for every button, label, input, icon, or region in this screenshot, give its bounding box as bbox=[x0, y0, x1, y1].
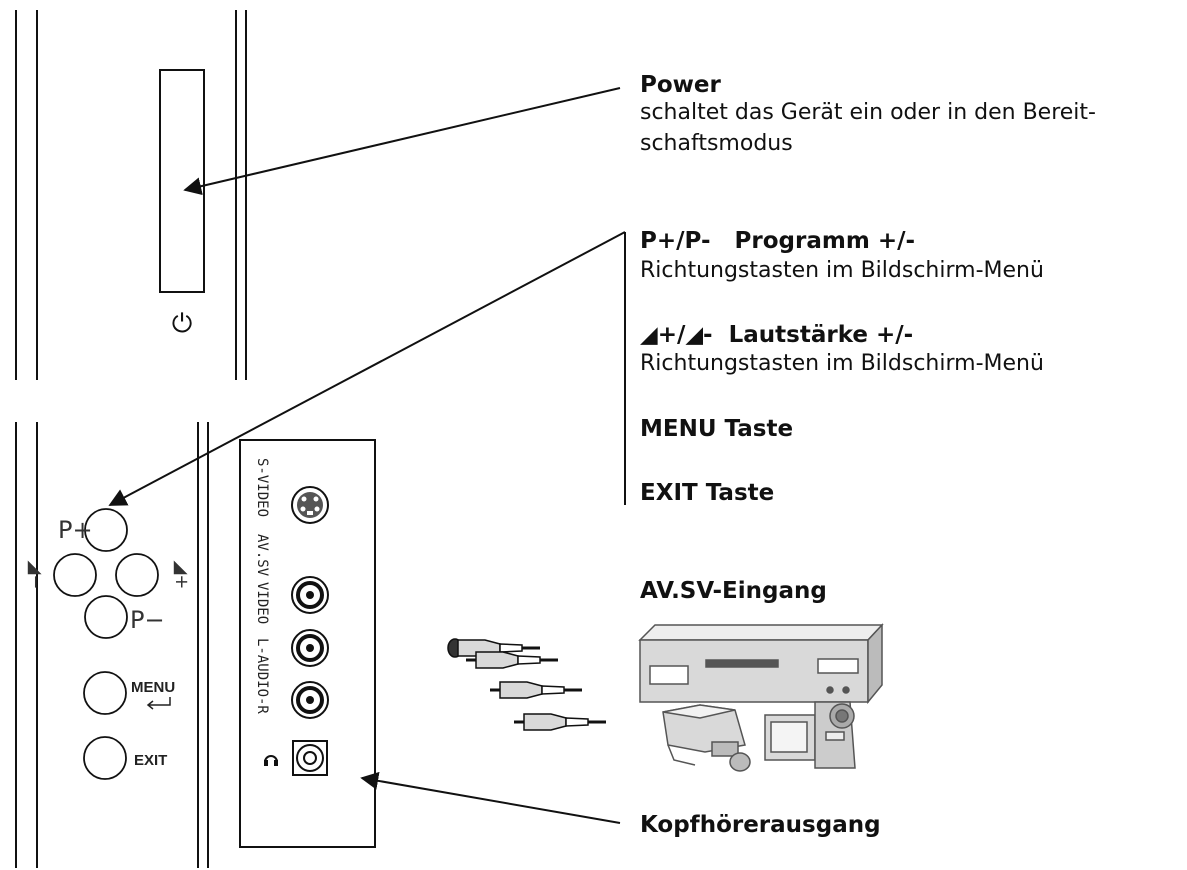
audio-right-jack[interactable] bbox=[291, 681, 329, 719]
power-desc-line1: schaltet das Gerät ein oder in den Berei… bbox=[640, 100, 1096, 125]
power-arrow bbox=[183, 87, 621, 196]
volume-plus-button[interactable] bbox=[115, 553, 159, 597]
volume-minus-label: ◢− bbox=[25, 561, 46, 590]
power-button[interactable] bbox=[159, 69, 205, 293]
camcorder-illustration bbox=[662, 704, 751, 772]
av-input-title: AV.SV-Eingang bbox=[640, 578, 827, 604]
power-desc-line2: schaftsmodus bbox=[640, 131, 793, 156]
power-title: Power bbox=[640, 72, 721, 98]
video-plug bbox=[466, 651, 558, 669]
program-desc: Richtungstasten im Bildschirm-Menü bbox=[640, 258, 1044, 283]
volume-minus-button[interactable] bbox=[53, 553, 97, 597]
volume-desc: Richtungstasten im Bildschirm-Menü bbox=[640, 351, 1044, 376]
av-sv-label: AV.SV bbox=[254, 534, 270, 577]
program-title: P+/P- Programm +/- bbox=[640, 228, 916, 254]
exit-key-title: EXIT Taste bbox=[640, 480, 775, 506]
upper-panel-frame bbox=[15, 10, 247, 380]
exit-label: EXIT bbox=[134, 752, 167, 769]
video-jack[interactable] bbox=[291, 576, 329, 614]
controls-arrow bbox=[108, 231, 626, 506]
headphone-arrow bbox=[360, 771, 621, 824]
power-symbol-icon: ⏻ bbox=[172, 309, 193, 339]
p-minus-button[interactable] bbox=[84, 595, 128, 639]
audio-left-jack[interactable] bbox=[291, 629, 329, 667]
exit-button[interactable] bbox=[83, 736, 127, 780]
audio-right-plug bbox=[514, 713, 606, 731]
audio-left-plug bbox=[490, 681, 582, 699]
video-label: VIDEO bbox=[254, 582, 270, 624]
menu-button[interactable] bbox=[83, 671, 127, 715]
headphone-icon bbox=[264, 755, 278, 766]
audio-label: L-AUDIO-R bbox=[254, 638, 270, 714]
p-plus-label: P+ bbox=[58, 516, 93, 544]
headphone-jack[interactable] bbox=[292, 740, 328, 776]
menu-label: MENU bbox=[131, 679, 175, 696]
menu-key-title: MENU Taste bbox=[640, 416, 794, 442]
video-camera-illustration bbox=[764, 701, 856, 769]
lower-panel-frame bbox=[15, 422, 209, 868]
enter-icon bbox=[146, 697, 171, 710]
volume-plus-label: ◢+ bbox=[171, 561, 192, 590]
s-video-jack[interactable] bbox=[291, 486, 329, 524]
p-minus-label: P− bbox=[130, 606, 165, 634]
headphone-output-title: Kopfhörerausgang bbox=[640, 812, 881, 838]
dvd-player-illustration bbox=[638, 623, 884, 705]
p-plus-button[interactable] bbox=[84, 508, 128, 552]
volume-title: ◢+/◢- Lautstärke +/- bbox=[640, 322, 914, 348]
s-video-label: S-VIDEO bbox=[254, 458, 270, 517]
